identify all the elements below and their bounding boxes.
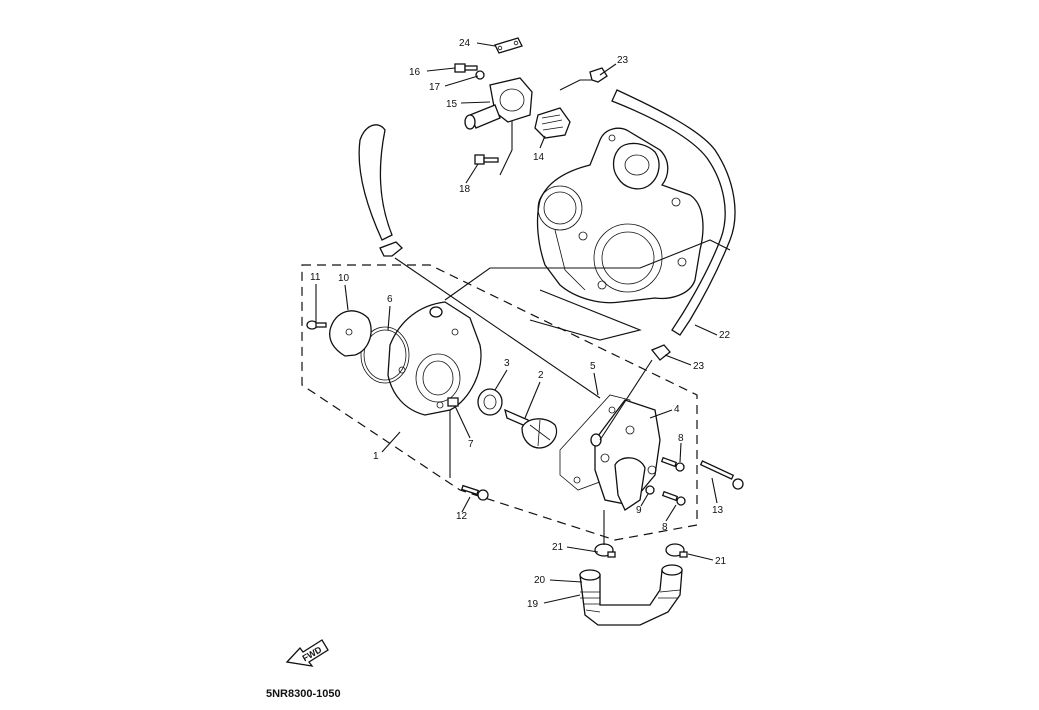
plate-10: [329, 310, 372, 357]
callout-22: 22: [719, 330, 731, 341]
screw-11: [306, 320, 327, 330]
hose-19-end: [661, 564, 683, 576]
impeller-shaft-2: [504, 408, 558, 449]
callout-19: 19: [527, 599, 539, 610]
washer-17: [475, 70, 485, 80]
callout-21-left: 21: [552, 542, 564, 553]
callout-5: 5: [590, 361, 596, 372]
callout-3: 3: [504, 358, 510, 369]
callout-23-top: 23: [617, 55, 629, 66]
bolt-12: [460, 484, 489, 501]
diagram-code: 5NR8300-1050: [266, 688, 341, 700]
bolt-8-lower: [661, 490, 686, 506]
seal-7: [447, 397, 459, 407]
leader-lines: [315, 42, 718, 604]
plate-24: [494, 37, 523, 54]
clamp-21-right: [665, 543, 688, 558]
clamp-23-lower: [650, 344, 671, 361]
pump-housing: [387, 301, 482, 416]
callout-14: 14: [533, 152, 545, 163]
hose-22: [611, 89, 736, 336]
callout-13: 13: [712, 505, 724, 516]
callout-6: 6: [387, 294, 393, 305]
o-ring-6: [360, 326, 410, 384]
bolt-18: [474, 154, 499, 165]
callout-12: 12: [456, 511, 468, 522]
callout-20: 20: [534, 575, 546, 586]
thermostat-cover-15: [464, 77, 533, 130]
callout-15: 15: [446, 99, 458, 110]
callout-8-upper: 8: [678, 433, 684, 444]
fwd-arrow-icon: FWD: [285, 639, 329, 667]
bolt-13: [699, 460, 744, 490]
callout-1: 1: [373, 451, 379, 462]
callout-4: 4: [674, 404, 680, 415]
callout-9: 9: [636, 505, 642, 516]
clamp-21-left: [594, 543, 616, 558]
callout-2: 2: [538, 370, 544, 381]
callout-labels: 24 23 16 17 15 14 18 11 10 6 3 2 5 4 7 1…: [310, 38, 731, 610]
washer-9: [645, 485, 655, 495]
bearing-3: [477, 388, 503, 416]
callout-21-right: 21: [715, 556, 727, 567]
callout-24: 24: [459, 38, 471, 49]
callout-11: 11: [310, 272, 321, 283]
callout-8-lower: 8: [662, 522, 668, 533]
callout-7: 7: [468, 439, 474, 450]
hose-20-end: [579, 569, 601, 581]
thermostat-14: [534, 107, 571, 139]
callout-16: 16: [409, 67, 421, 78]
clamp-23-top: [589, 67, 608, 83]
pump-cover-4: [590, 399, 661, 511]
callout-23-lower: 23: [693, 361, 705, 372]
callout-18: 18: [459, 184, 471, 195]
bolt-8-upper: [660, 456, 685, 472]
hose-upper-left: [358, 124, 393, 241]
cylinder-head: [536, 127, 704, 304]
clamp-upper-left: [379, 241, 403, 257]
callout-17: 17: [429, 82, 441, 93]
callout-10: 10: [338, 273, 350, 284]
bolt-16: [454, 63, 478, 73]
